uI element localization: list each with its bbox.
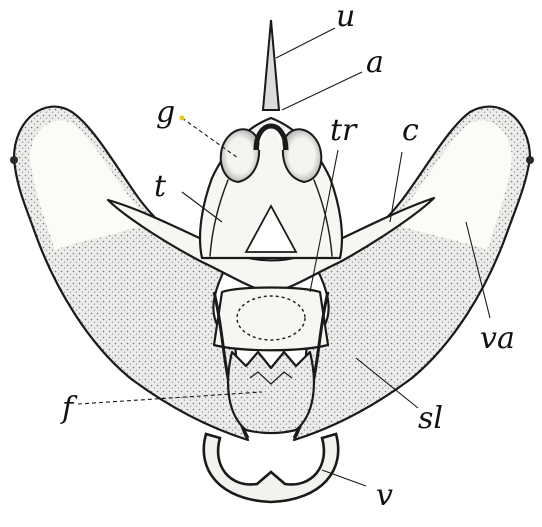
vinculum-loop: [204, 434, 338, 502]
label-c: c: [402, 113, 419, 148]
juxta-plate: [214, 288, 328, 351]
label-g: g: [156, 95, 175, 130]
label-t: t: [154, 169, 167, 204]
label-v: v: [376, 478, 393, 513]
right-valva-tip: [526, 156, 534, 164]
label-sl: sl: [418, 401, 443, 436]
label-a: a: [366, 45, 384, 80]
label-va: va: [480, 321, 515, 356]
label-u: u: [336, 0, 355, 34]
accent-dot: [180, 116, 185, 121]
label-tr: tr: [330, 113, 358, 148]
left-valva-tip: [10, 156, 18, 164]
label-f: f: [60, 391, 78, 426]
leader-u: [276, 28, 335, 58]
leader-a: [282, 72, 362, 110]
fultura: [228, 352, 314, 433]
uncus-spike: [263, 20, 279, 110]
